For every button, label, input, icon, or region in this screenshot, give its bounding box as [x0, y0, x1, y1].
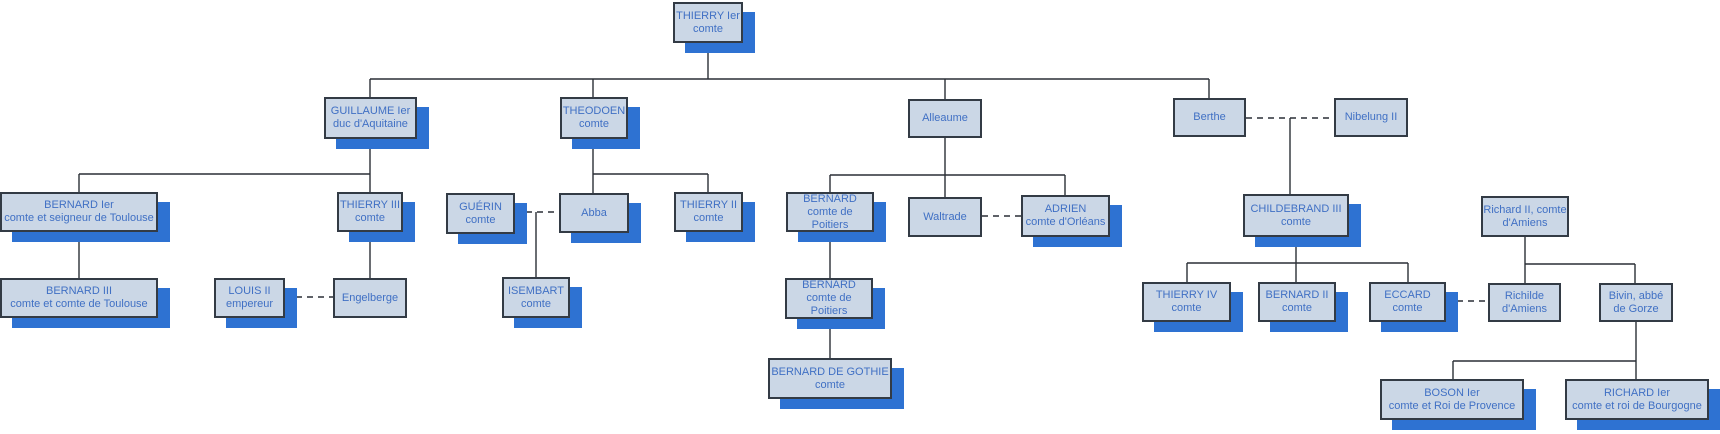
person-title: comte de Poitiers	[807, 205, 853, 231]
person-name: Richilde	[1504, 289, 1545, 302]
person-title: comte et seigneur de Toulouse	[4, 212, 154, 224]
person-title: comte d'Orléans	[1025, 216, 1106, 228]
person-title: comte et roi de Bourgogne	[1572, 399, 1702, 412]
person-title: d'Amiens	[1502, 302, 1547, 315]
person-node-alleaume[interactable]: Alleaume	[908, 99, 982, 138]
person-title: comte	[355, 212, 385, 224]
person-name: Abba	[581, 206, 607, 219]
person-title: comte	[1282, 302, 1312, 314]
person-name: THIERRY II	[679, 199, 738, 211]
person-title: duc d'Aquitaine	[333, 118, 408, 130]
person-name: Alleaume	[922, 112, 968, 124]
person-title: de Gorze	[1613, 302, 1659, 315]
person-title: comte et Roi de Provence	[1388, 399, 1516, 412]
person-title: d'Amiens	[1502, 216, 1548, 229]
person-name: BERNARD	[802, 279, 856, 291]
person-name: Richard II, comte	[1483, 203, 1567, 216]
person-name: LOUIS II	[228, 285, 271, 297]
person-name: BERNARD DE GOTHIE	[771, 365, 889, 378]
person-name: THIERRY III	[339, 199, 401, 211]
person-title: comte de Poitiers	[806, 292, 852, 317]
person-title: comte	[1392, 302, 1423, 314]
person-title: comte et comte de Toulouse	[10, 298, 148, 310]
person-name: GUÉRIN	[459, 200, 502, 213]
person-name: GUILLAUME Ier	[330, 105, 411, 117]
person-name: Waltrade	[923, 210, 967, 223]
person-title: comte	[815, 378, 845, 391]
person-title: comte	[1171, 302, 1202, 314]
person-node-abba[interactable]: Abba	[559, 193, 629, 233]
person-title: comte	[1281, 215, 1311, 228]
person-name: THIERRY Ier	[676, 9, 740, 22]
person-name: ISEMBART	[507, 284, 565, 297]
person-name: ADRIEN	[1044, 203, 1087, 215]
person-name: Berthe	[1193, 111, 1226, 123]
person-name: BERNARD III	[45, 285, 112, 297]
person-name: CHILDEBRAND III	[1250, 202, 1342, 215]
person-name: ECCARD	[1384, 289, 1431, 301]
person-title: comte	[693, 212, 724, 224]
person-title: comte	[465, 213, 496, 226]
person-node-berthe[interactable]: Berthe	[1173, 98, 1246, 137]
person-title: comte	[693, 22, 723, 35]
person-name: BERNARD	[803, 192, 857, 205]
person-node-engelberge[interactable]: Engelberge	[333, 278, 407, 318]
person-name: Engelberge	[341, 291, 399, 304]
person-title: comte	[521, 297, 551, 310]
person-name: THIERRY IV	[1155, 289, 1218, 301]
person-title: empereur	[225, 298, 274, 310]
person-node-nibelung-2[interactable]: Nibelung II	[1334, 98, 1408, 137]
person-name: Nibelung II	[1344, 111, 1398, 123]
person-title: comte	[579, 118, 609, 130]
person-name: RICHARD Ier	[1603, 386, 1670, 399]
person-name: BERNARD Ier	[44, 199, 114, 211]
person-name: BERNARD II	[1265, 289, 1329, 301]
person-node-waltrade[interactable]: Waltrade	[908, 197, 982, 237]
person-name: Bivin, abbé	[1608, 289, 1664, 302]
person-name: BOSON Ier	[1424, 386, 1480, 399]
person-name: THEODOEN	[562, 105, 626, 117]
